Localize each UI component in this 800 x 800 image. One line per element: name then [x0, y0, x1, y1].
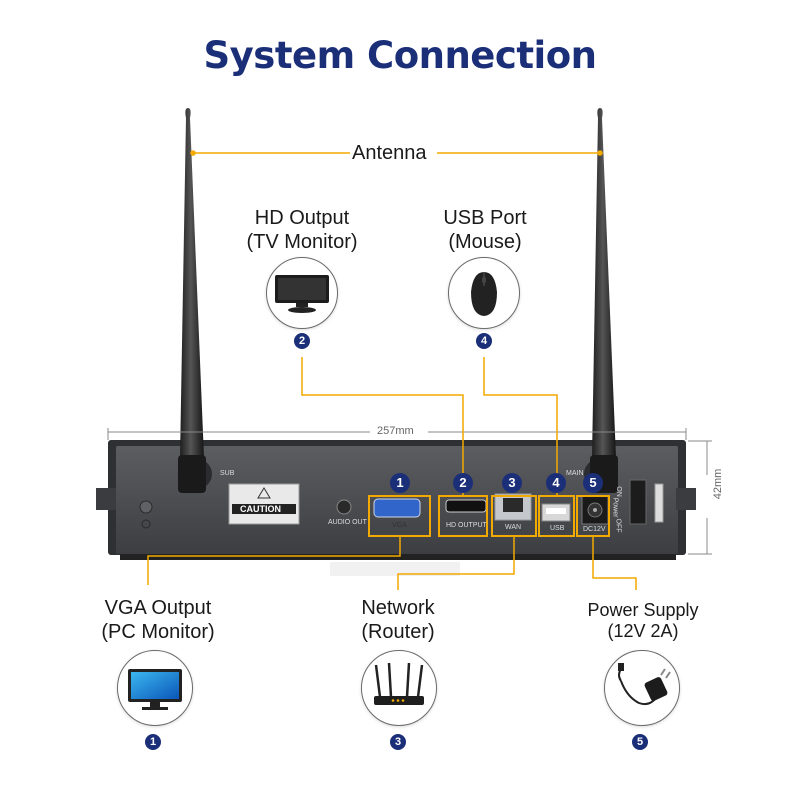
nvr-chassis [96, 440, 696, 576]
panel-sub-label: SUB [220, 470, 235, 477]
panel-switch-off-label: OFF [614, 518, 622, 533]
tv-monitor-icon [275, 275, 329, 313]
port-badge-1: 1 [390, 473, 410, 493]
antenna-label: Antenna [352, 142, 427, 164]
device-badge-2: 2 [294, 333, 310, 349]
panel-dc12v-label: DC12V [583, 526, 606, 533]
network-label: Network (Router) [361, 597, 435, 643]
port-badge-3: 3 [502, 473, 522, 493]
device-badge-4: 4 [476, 333, 492, 349]
port-leaders [147, 357, 637, 590]
panel-caution-label: CAUTION [240, 504, 281, 514]
device-badge-5: 5 [632, 734, 648, 750]
port-badge-4: 4 [546, 473, 566, 493]
antenna-right [590, 108, 618, 493]
device-badge-3: 3 [390, 734, 406, 750]
pc-monitor-circle [117, 650, 193, 726]
height-dimension: 42mm [712, 468, 724, 500]
vga-output-label: VGA Output (PC Monitor) [101, 597, 215, 643]
power-adapter-circle [604, 650, 680, 726]
power-supply-label: Power Supply (12V 2A) [587, 600, 699, 642]
panel-vga-label: VGA [392, 522, 407, 529]
panel-hd-output-label: HD OUTPUT [446, 522, 487, 529]
panel-audio-out-label: AUDIO OUT [328, 519, 367, 526]
height-dimension-line [688, 440, 712, 555]
router-circle [361, 650, 437, 726]
mouse-icon [471, 272, 497, 316]
panel-main-label: MAIN [566, 470, 584, 477]
port-badge-5: 5 [583, 473, 603, 493]
panel-usb-label: USB [550, 525, 565, 532]
antenna-leader [190, 150, 603, 156]
power-adapter-icon [618, 663, 671, 706]
device-badge-1: 1 [145, 734, 161, 750]
panel-switch-on-label: ON [614, 486, 622, 497]
antenna-left [178, 108, 206, 493]
panel-wan-label: WAN [505, 524, 522, 531]
port-badge-2: 2 [453, 473, 473, 493]
panel-switch-power-label: Power [611, 497, 619, 518]
page-title: System Connection [203, 34, 597, 77]
usb-port-label: USB Port (Mouse) [443, 207, 527, 253]
pc-monitor-icon [128, 669, 182, 710]
tv-monitor-circle [266, 257, 338, 329]
mouse-circle [448, 257, 520, 329]
hd-output-label: HD Output (TV Monitor) [246, 207, 358, 253]
router-icon [374, 662, 424, 705]
width-dimension: 257mm [377, 425, 414, 437]
